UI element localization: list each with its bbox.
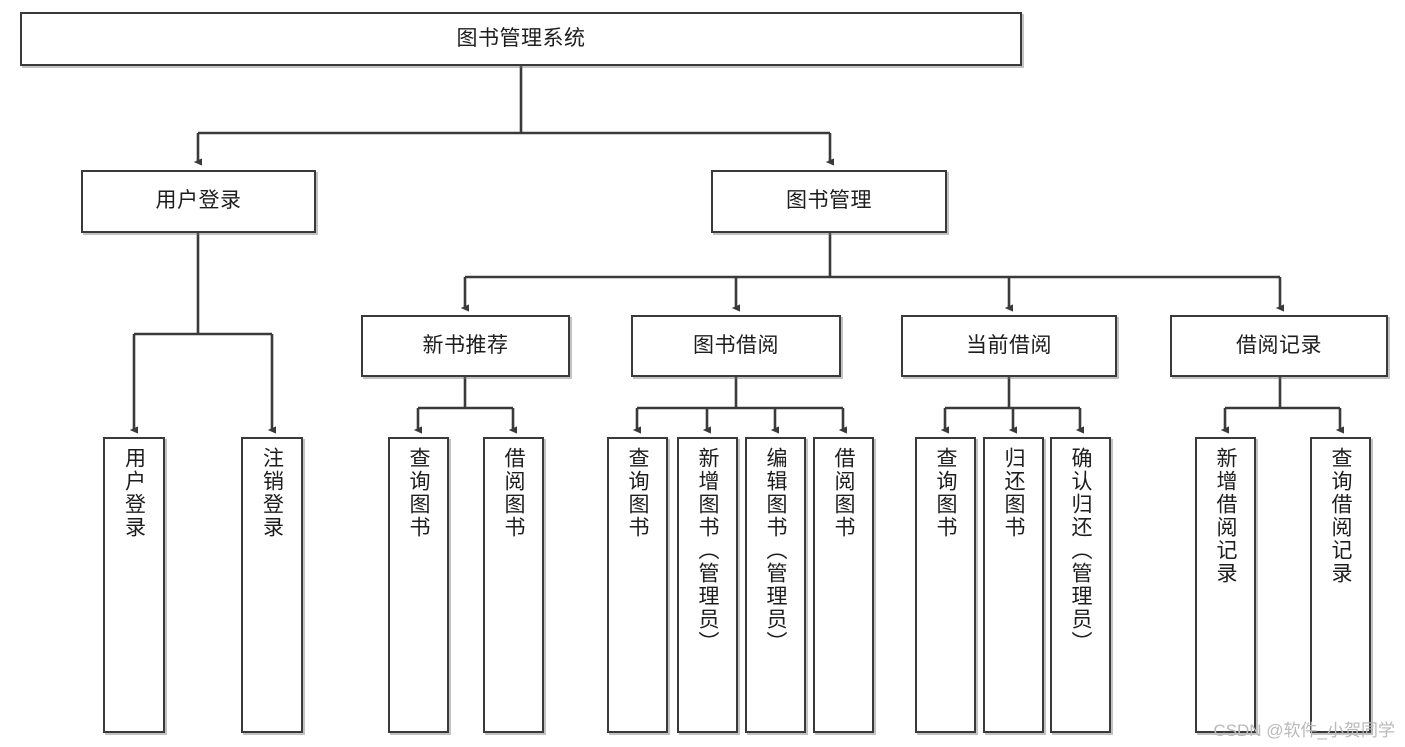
node-user-login[interactable]: 用户登录 [81, 170, 316, 233]
node-label: 图书管理 [786, 189, 872, 213]
leaf-book-borrow-query-book[interactable]: 查询图书 [607, 437, 668, 733]
node-label: 当前借阅 [966, 333, 1052, 357]
node-label: 用户登录 [155, 189, 242, 213]
leaf-new-book-query-book[interactable]: 查询图书 [388, 437, 449, 733]
node-label: 新书推荐 [422, 333, 509, 357]
node-label: 查询图书 [934, 447, 957, 539]
node-label: 查询图书 [626, 447, 649, 539]
node-label: 图书管理系统 [456, 26, 586, 50]
leaf-current-borrow-query-book[interactable]: 查询图书 [915, 437, 976, 733]
node-book-borrow[interactable]: 图书借阅 [631, 315, 841, 377]
node-label: 新增图书（管理员） [696, 447, 719, 654]
leaf-new-book-borrow-book[interactable]: 借阅图书 [483, 437, 544, 733]
leaf-borrow-record-query-record[interactable]: 查询借阅记录 [1310, 437, 1371, 733]
node-label: 借阅图书 [502, 447, 525, 539]
node-label: 确认归还（管理员） [1069, 447, 1092, 654]
leaf-book-borrow-edit-book-admin[interactable]: 编辑图书（管理员） [745, 437, 806, 733]
node-label: 注销登录 [260, 447, 284, 539]
leaf-borrow-record-add-record[interactable]: 新增借阅记录 [1195, 437, 1256, 733]
node-current-borrow[interactable]: 当前借阅 [901, 315, 1117, 377]
node-borrow-record[interactable]: 借阅记录 [1170, 315, 1388, 377]
leaf-book-borrow-add-book-admin[interactable]: 新增图书（管理员） [677, 437, 738, 733]
node-root-book-management-system[interactable]: 图书管理系统 [20, 12, 1022, 66]
leaf-user-login-logout[interactable]: 注销登录 [241, 437, 303, 733]
node-label: 图书借阅 [693, 333, 779, 357]
node-label: 新增借阅记录 [1214, 447, 1237, 585]
node-new-book-recommend[interactable]: 新书推荐 [361, 315, 570, 377]
leaf-current-borrow-return-book[interactable]: 归还图书 [983, 437, 1044, 733]
node-book-management[interactable]: 图书管理 [711, 170, 947, 233]
watermark: CSDN @软件_小贺同学 [1213, 721, 1395, 740]
node-label: 查询图书 [407, 447, 430, 539]
leaf-book-borrow-borrow-book[interactable]: 借阅图书 [813, 437, 874, 733]
node-label: 归还图书 [1002, 447, 1025, 539]
node-label: 借阅记录 [1236, 333, 1322, 357]
leaf-user-login-login[interactable]: 用户登录 [103, 437, 165, 733]
node-label: 用户登录 [122, 447, 146, 539]
node-label: 查询借阅记录 [1329, 447, 1352, 585]
leaf-current-borrow-confirm-return-admin[interactable]: 确认归还（管理员） [1050, 437, 1111, 733]
node-label: 借阅图书 [832, 447, 855, 539]
node-label: 编辑图书（管理员） [764, 447, 787, 654]
